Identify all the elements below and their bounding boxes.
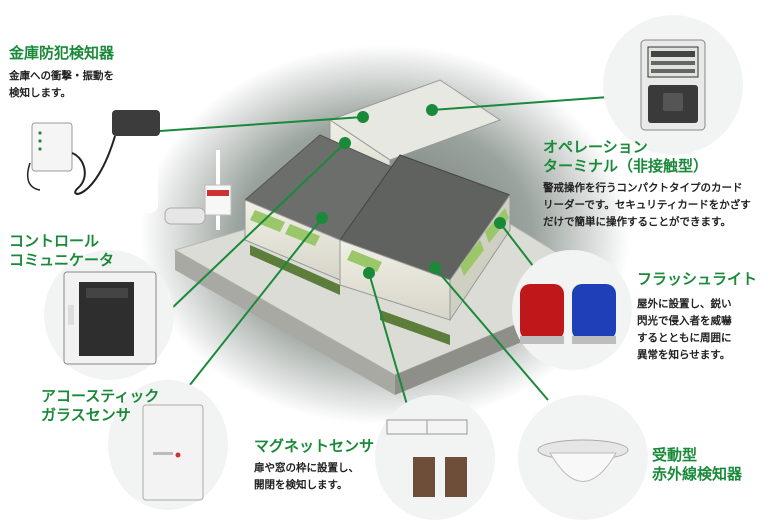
flash-light-image <box>520 284 616 344</box>
safe-detector-title: 金庫防犯検知器 <box>9 44 115 62</box>
flash-light-desc: 屋外に設置し、鋭い 閃光で侵入者を威嚇 するとともに周囲に 異常を知らせます。 <box>637 298 732 361</box>
control-communicator-title: コントロール コミュニケータ <box>9 232 115 269</box>
magnet-sensor-title: マグネットセンサ <box>254 437 375 455</box>
safe-detector-desc: 金庫への衝撃・振動を 検知します。 <box>9 70 114 99</box>
ground-edge-left <box>175 250 395 395</box>
glass-sensor-image <box>142 404 204 501</box>
pir-detector-title: 受動型 赤外線検知器 <box>652 446 743 483</box>
operation-terminal-desc: 警戒操作を行うコンパクトタイプのカード リーダーです。セキュリティカードをかざす… <box>543 182 751 228</box>
connector-lines <box>159 94 637 416</box>
glass-sensor-circle <box>108 380 228 510</box>
pir-detector-image <box>537 439 629 482</box>
magnet-sensor-image <box>386 419 468 497</box>
safe-detector-device <box>27 110 160 195</box>
control-communicator-circle <box>44 250 174 380</box>
magnet-sensor-circle <box>375 395 495 520</box>
operation-terminal-title: オペレーション ターミナル（非接触型） <box>543 138 709 175</box>
magnet-sensor-desc: 扉や窓の枠に設置し、 開閉を検知します。 <box>254 462 359 491</box>
flash-light-circle <box>512 250 632 370</box>
hedge-front <box>380 310 450 345</box>
parked-car <box>164 207 206 225</box>
glass-sensor-title: アコースティック ガラスセンサ <box>41 387 160 424</box>
flash-light-title: フラッシュライト <box>637 270 758 288</box>
connector-dots <box>316 104 506 279</box>
operation-terminal-circle <box>603 15 743 155</box>
store-sign-band <box>207 190 229 196</box>
safe-detector-image <box>20 108 160 213</box>
pir-detector-circle <box>518 395 648 520</box>
operation-terminal-image <box>640 39 706 131</box>
control-communicator-image <box>63 271 157 365</box>
hedge-left <box>250 245 340 295</box>
store-sign <box>204 184 232 216</box>
